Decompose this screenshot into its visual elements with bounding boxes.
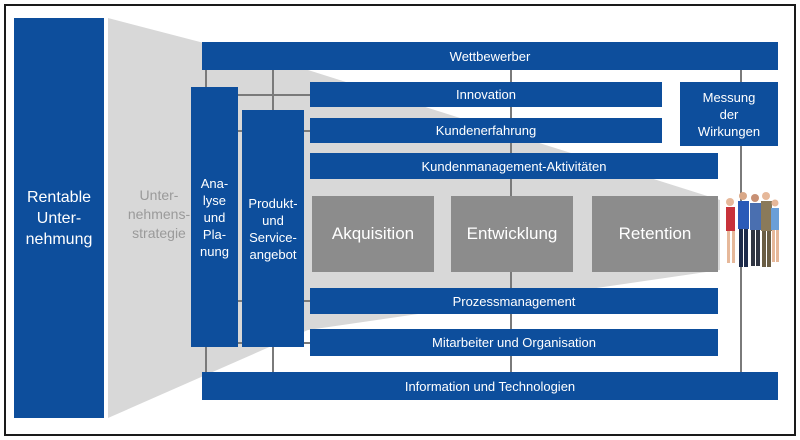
- person-figure: [761, 192, 772, 267]
- produkt-service-column: Produkt- und Service- angebot: [242, 110, 304, 347]
- mitarbeiter-bar: Mitarbeiter und Organisation: [310, 329, 718, 356]
- stage-entwicklung-box: Entwicklung: [451, 196, 573, 272]
- innovation-bar: Innovation: [310, 82, 662, 107]
- connector-line: [238, 94, 310, 96]
- rentable-unternehmung-block: Rentable Unter- nehmung: [14, 18, 104, 418]
- kundenerfahrung-bar: Kundenerfahrung: [310, 118, 662, 143]
- stage-akquisition-box: Akquisition: [312, 196, 434, 272]
- unternehmensstrategie-label: Unter- nehmens- strategie: [127, 187, 191, 241]
- person-figure: [738, 192, 749, 267]
- person-figure: [726, 198, 735, 263]
- information-bar: Information und Technologien: [202, 372, 778, 400]
- person-figure: [771, 199, 779, 262]
- stage-retention-box: Retention: [592, 196, 718, 272]
- analyse-planung-column: Ana- lyse und Pla- nung: [191, 87, 238, 347]
- kundenmanagement-bar: Kundenmanagement-Aktivitäten: [310, 153, 718, 179]
- customers-illustration: [726, 192, 779, 267]
- person-figure: [750, 194, 761, 266]
- wettbewerber-bar: Wettbewerber: [202, 42, 778, 70]
- messung-der-wirkungen-box: Messung der Wirkungen: [680, 82, 778, 146]
- prozessmanagement-bar: Prozessmanagement: [310, 288, 718, 314]
